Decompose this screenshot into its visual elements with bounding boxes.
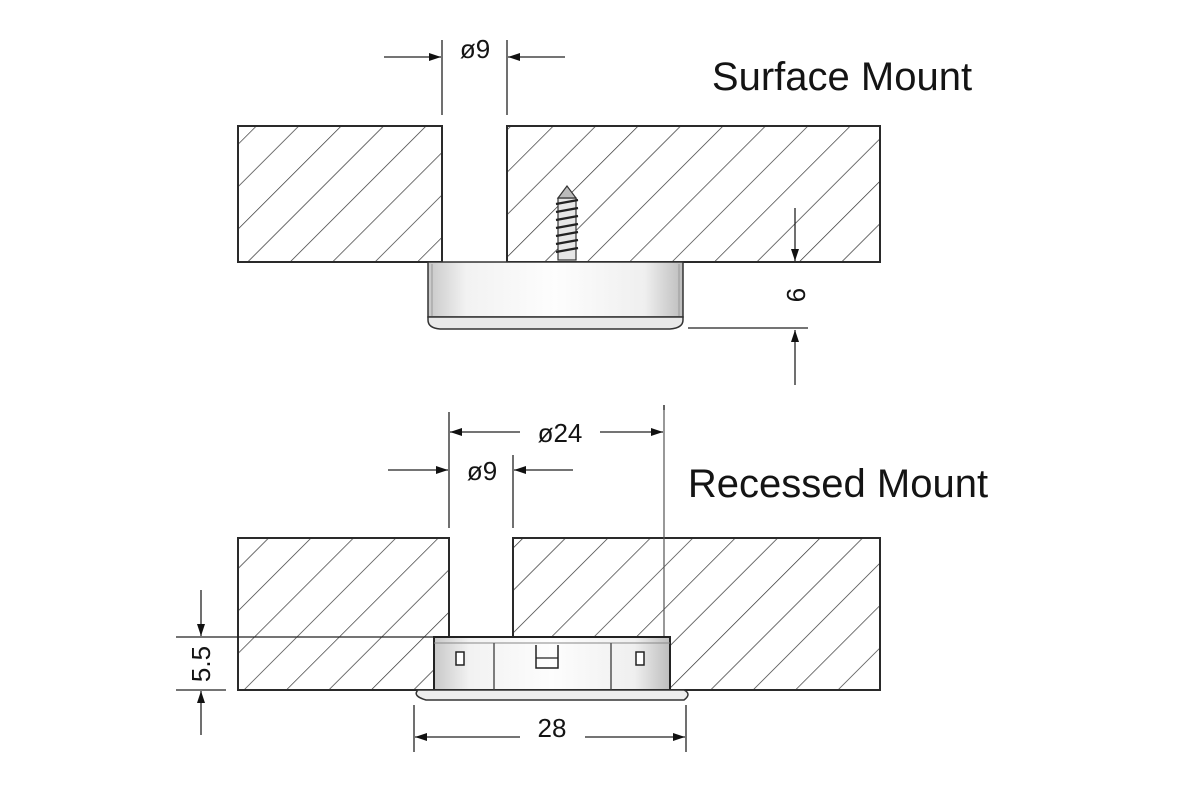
recessed-flange-width-label: 28 [538,713,567,743]
recessed-hole-diameter-label: ø9 [467,456,497,486]
surface-mount-title: Surface Mount [712,55,972,99]
surface-light-fixture [427,261,684,330]
recessed-outer-diameter-label: ø24 [538,418,583,448]
surface-height-label: 9 [781,288,811,302]
surface-hole-dimension [384,40,565,115]
recessed-light-fixture [415,636,689,701]
recessed-depth-dimension [176,590,434,735]
recessed-hole-dimension [388,455,573,528]
surface-hole-diameter-label: ø9 [460,34,490,64]
recessed-mount-section: ø24 ø9 5.5 28 Recessed Mount [176,405,988,752]
recessed-left-panel [238,538,449,690]
screw-icon [555,185,579,261]
surface-mount-section: ø9 9 Surface Mount [237,34,972,385]
surface-left-panel [238,126,442,262]
recessed-flange-dimension [413,705,687,752]
recessed-mount-title: Recessed Mount [688,462,988,506]
recessed-depth-label: 5.5 [186,646,216,682]
recessed-right-panel [513,538,880,690]
surface-height-dimension [688,208,808,385]
surface-left-panel-outline [237,125,443,263]
recessed-outer-diameter-dimension [448,405,665,528]
surface-right-panel-outline [506,125,881,263]
